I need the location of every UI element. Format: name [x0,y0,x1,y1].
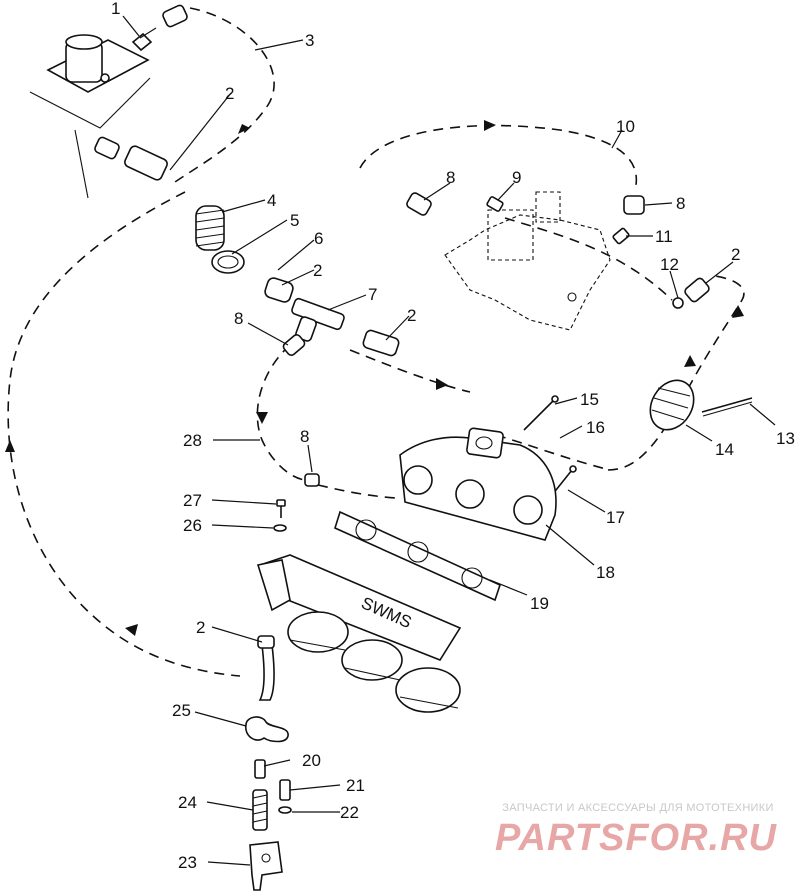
fitting-8-lower [304,473,320,487]
route-line-16 [495,434,611,471]
flow-arrow [732,305,744,318]
route-line-3 [174,7,275,183]
spring-4 [195,205,225,251]
fitting-20 [254,759,266,779]
tee-fitting-7 [291,297,345,342]
callout-23: 23 [178,853,197,872]
callout-8d: 8 [300,427,309,446]
callout-18: 18 [596,563,615,582]
flow-arrow [484,120,496,131]
flow-arrow [5,440,15,452]
callout-8c: 8 [676,194,685,213]
flow-arrow [436,378,448,390]
callout-12: 12 [660,255,679,274]
gasket-19 [334,510,501,602]
callout-15: 15 [580,390,599,409]
callout-27: 27 [183,491,202,510]
flow-arrow [684,355,696,367]
leader-lines [122,15,776,866]
callout-21: 21 [346,776,365,795]
hose-2 [362,329,400,357]
valve-body-23 [249,841,283,891]
callout-14: 14 [715,440,734,459]
watermark-logo: PARTSFOR.RU [495,817,777,859]
callout-8: 8 [234,309,243,328]
callout-6: 6 [314,229,323,248]
callout-2: 2 [225,84,234,103]
fitting-12 [672,277,710,309]
callout-11: 11 [655,227,673,246]
fitting-9 [486,196,504,212]
callout-7: 7 [368,285,377,304]
callout-8b: 8 [446,168,455,187]
callout-20: 20 [302,751,321,770]
callout-28: 28 [183,431,202,450]
flow-arrow [125,624,138,636]
route-line-12 [504,217,673,301]
route-line-manifold [349,349,471,393]
callout-26: 26 [183,516,202,535]
route-line-14 [607,275,745,471]
washer-26 [273,524,287,532]
callout-22: 22 [340,803,359,822]
callout-2e: 2 [196,618,205,637]
spring-24 [252,789,268,831]
oil-tank [29,34,151,199]
fitting-11 [612,227,630,245]
callout-2c: 2 [407,306,416,325]
route-line-main-left [7,191,241,677]
fitting-21 [279,779,291,801]
route-lines [5,7,745,677]
callout-16: 16 [586,418,605,437]
clamp-5 [211,250,245,274]
callout-19: 19 [530,594,549,613]
spring-14 [649,379,695,431]
callout-1: 1 [111,0,120,18]
callout-2b: 2 [313,261,322,280]
flow-arrow [238,124,250,134]
hose-end-8b [623,195,645,215]
callout-4: 4 [267,191,276,210]
callout-10: 10 [616,117,635,136]
exhaust-manifold-18 [399,427,557,541]
callout-13: 13 [776,429,795,448]
callout-5: 5 [290,211,299,230]
callout-24: 24 [178,793,197,812]
watermark-tagline: ЗАПЧАСТИ И АКСЕССУАРЫ ДЛЯ МОТОТЕХНИКИ [502,802,774,814]
gasket-25 [245,716,289,743]
callout-numbers: 1 2 3 4 5 6 2 7 8 2 8 9 10 8 11 12 2 13 … [111,0,795,872]
callout-25: 25 [172,701,191,720]
hose-2-lower [257,635,275,701]
watermark-logo-text: PARTSFOR.RU [495,817,777,859]
flow-arrow [256,412,268,424]
bolt-27 [276,499,286,518]
cylinder-head-assembly: SWMS [256,554,462,713]
callout-2d: 2 [731,245,740,264]
tie-strap-13 [701,397,753,417]
callout-3: 3 [305,31,314,50]
hose-6 [264,277,294,303]
callout-17: 17 [606,508,625,527]
fitting-1 [131,27,157,52]
oil-pump-assembly [444,191,611,331]
route-line-19 [317,484,396,499]
hose-end-8 [406,192,432,216]
route-line-10 [359,124,638,186]
callout-9: 9 [512,168,521,187]
hose-clamp-2 [94,4,188,181]
hose-8 [282,334,306,356]
bolt-15 [523,395,559,431]
washer-22 [278,806,292,814]
